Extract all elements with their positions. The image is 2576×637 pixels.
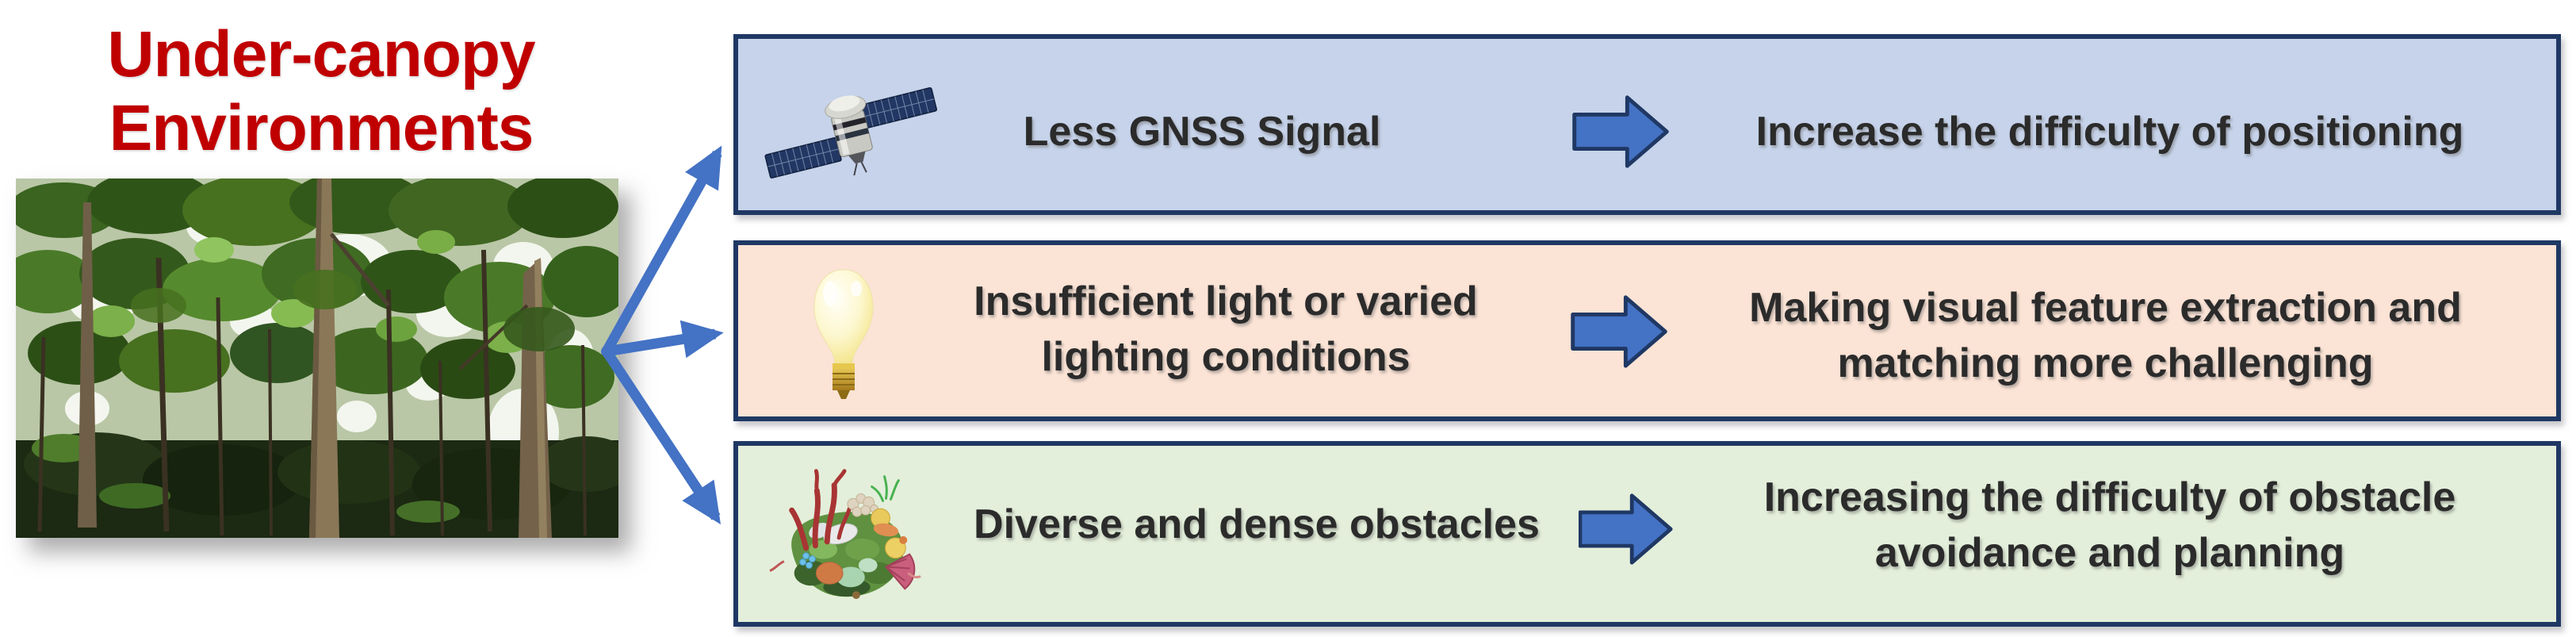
effect-label-obstacles: Increasing the difficulty of obstacle av…	[1763, 474, 2456, 577]
arrow-right-icon	[1571, 293, 1669, 370]
effect-label-lighting: Making visual feature extraction and mat…	[1749, 285, 2462, 387]
arrow-right-icon	[1579, 490, 1674, 568]
challenge-box-gnss: Less GNSS Signal Increase the difficulty…	[733, 34, 2561, 215]
cause-label-gnss: Less GNSS Signal	[1023, 109, 1381, 155]
page-title: Under-canopy Environments	[107, 18, 535, 165]
satellite-icon	[756, 85, 946, 178]
forest-photo	[16, 178, 618, 538]
challenge-box-obstacles: Diverse and dense obstacles Increasing t…	[733, 441, 2561, 627]
arrow-right-icon	[1572, 93, 1671, 171]
obstacles-icon	[768, 454, 925, 606]
effect-label-gnss: Increase the difficulty of positioning	[1755, 109, 2464, 155]
forest-photo-graphic	[16, 178, 618, 538]
challenge-box-lighting: Insufficient light or varied lighting co…	[733, 240, 2561, 421]
light-bulb-icon	[806, 266, 881, 404]
cause-label-obstacles: Diverse and dense obstacles	[974, 501, 1540, 547]
cause-label-lighting: Insufficient light or varied lighting co…	[974, 278, 1478, 381]
